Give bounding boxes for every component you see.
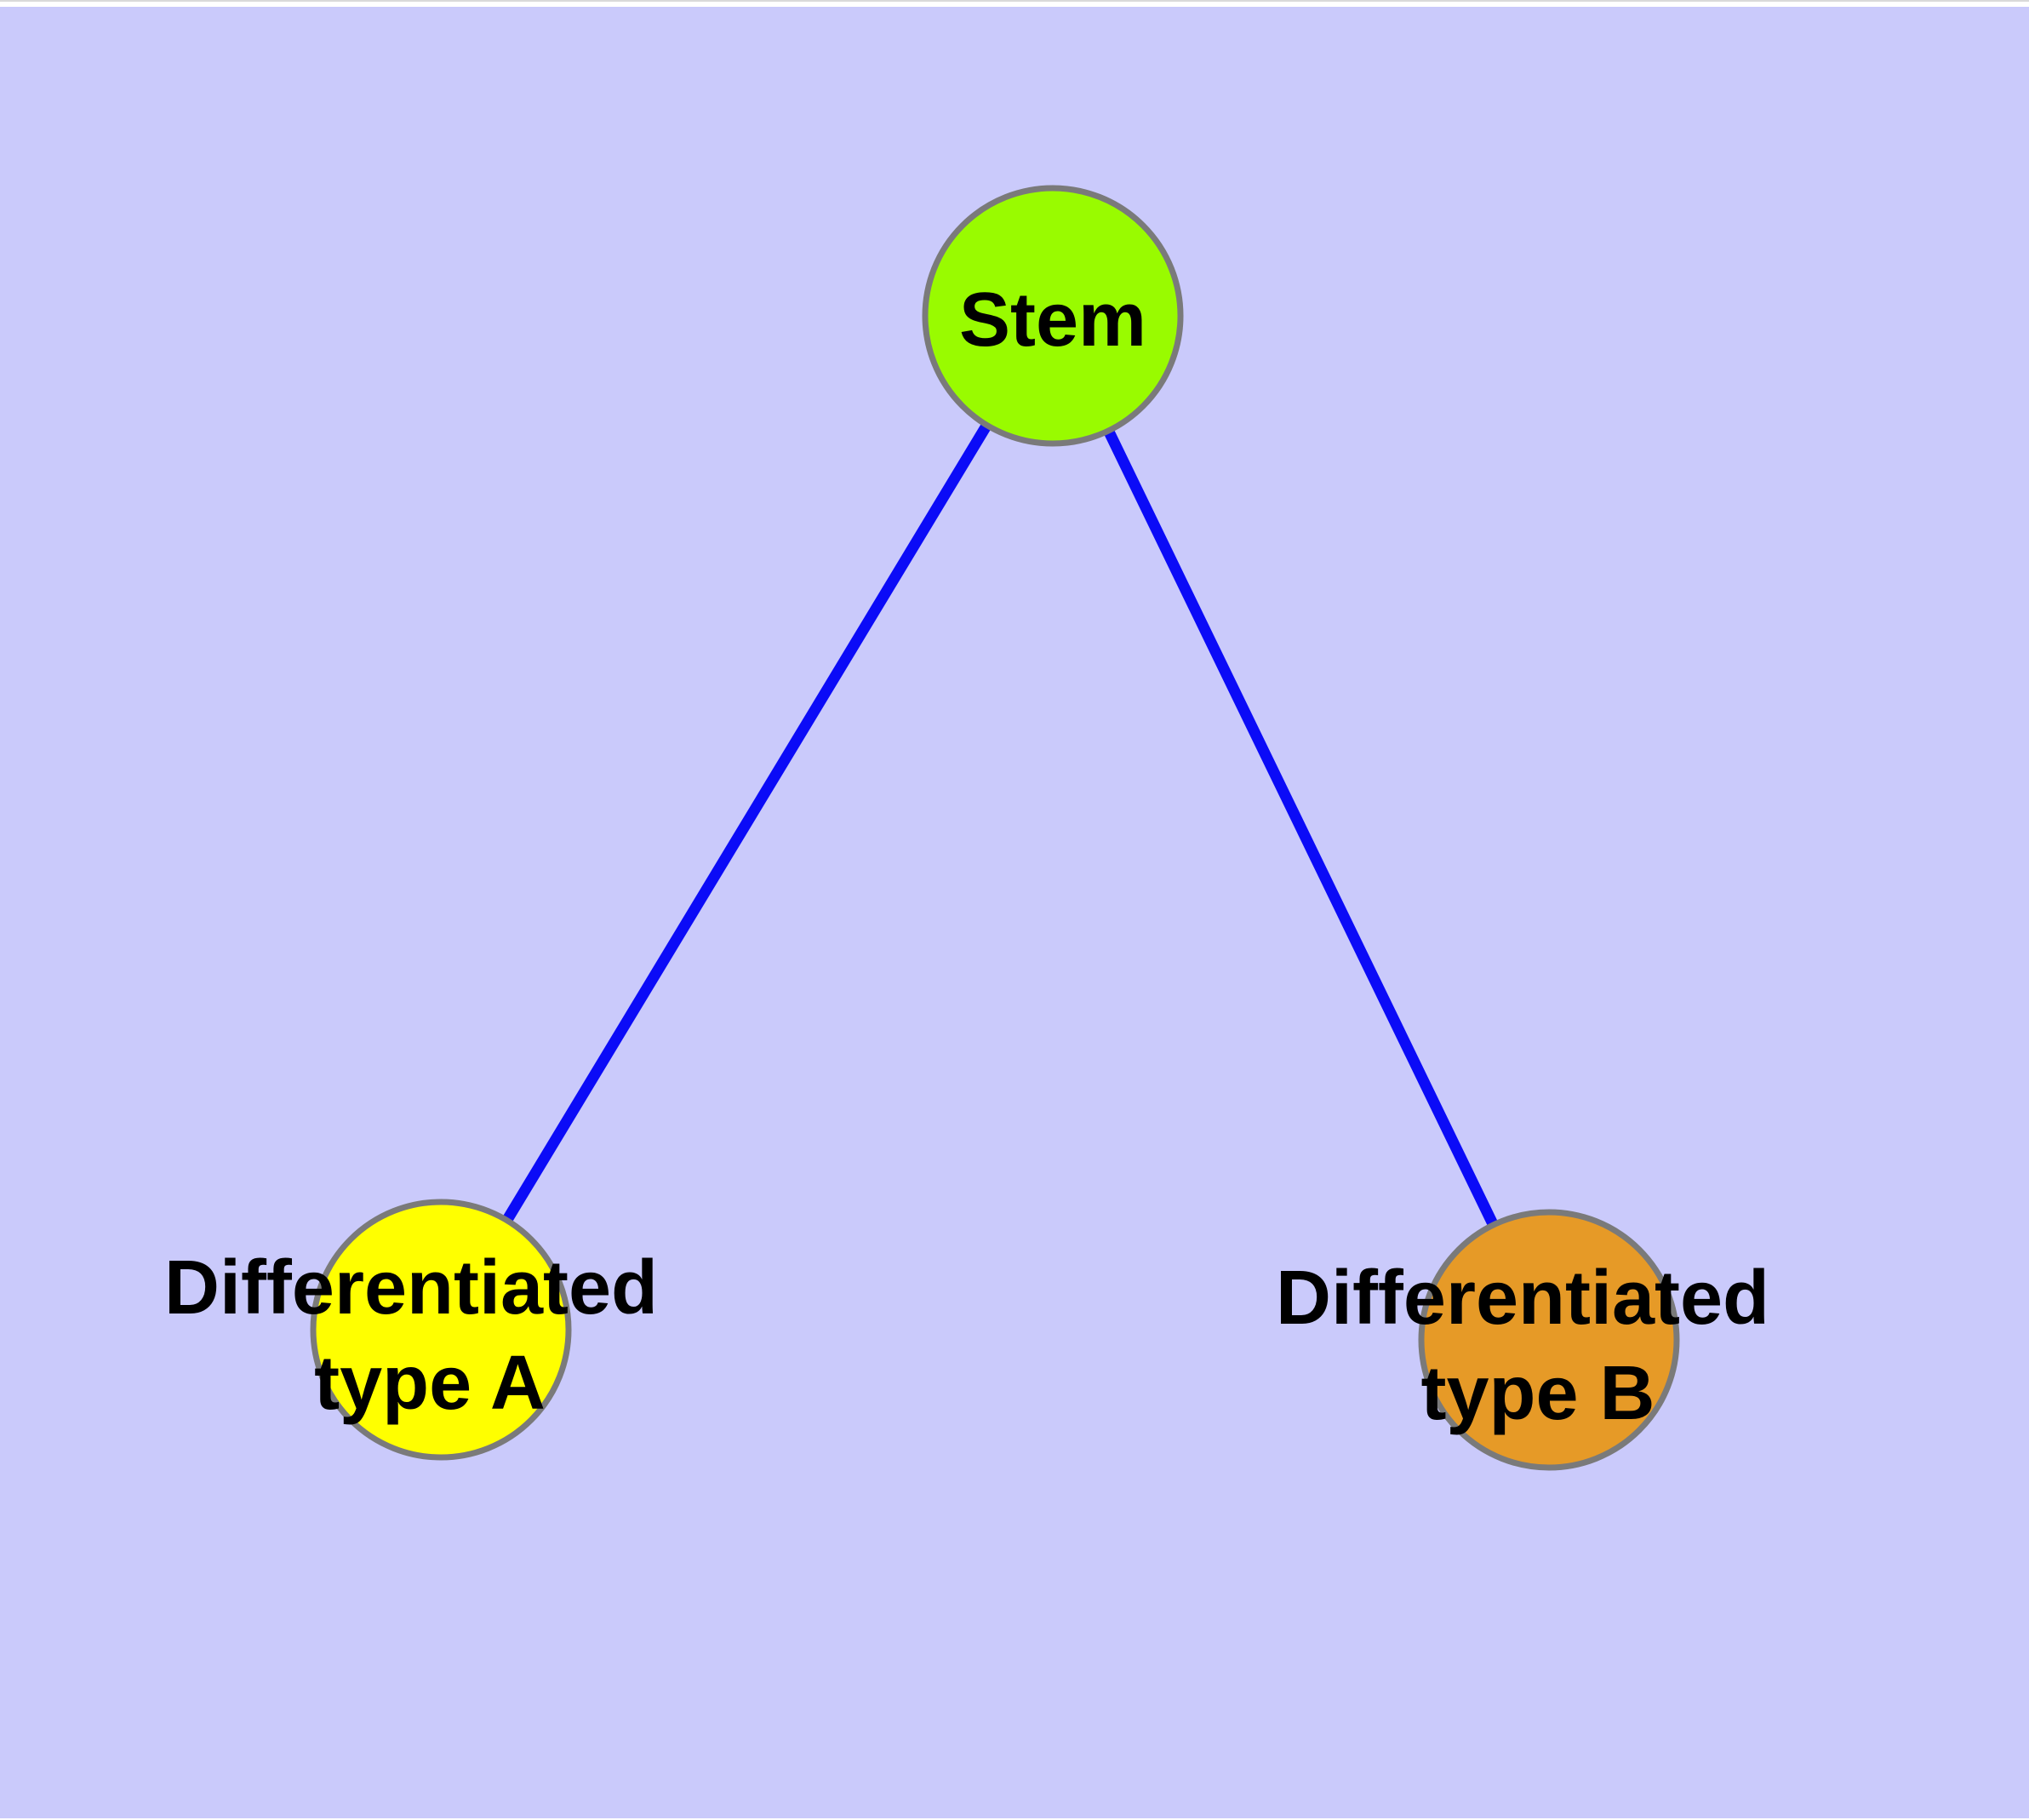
edge-stem-to-type-a (436, 312, 1058, 1333)
node-differentiated-type-a (310, 1199, 572, 1461)
edge-stem-to-type-b (1048, 313, 1554, 1342)
node-stem-label: Stem (959, 278, 1146, 363)
node-differentiated-type-b (1418, 1209, 1680, 1471)
window-top-edge (0, 0, 2029, 2)
node-stem (922, 185, 1184, 447)
node-type-a-label-line2: type A (314, 1341, 546, 1426)
node-type-b-label-line1: Differentiated (1276, 1256, 1769, 1341)
node-type-b-label-line2: type B (1420, 1351, 1655, 1436)
node-type-a-label-line1: Differentiated (164, 1245, 658, 1331)
